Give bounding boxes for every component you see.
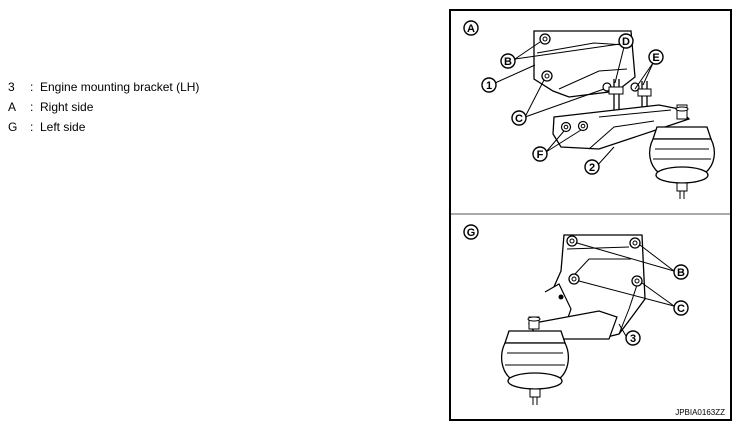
callout-3: 3 bbox=[625, 330, 641, 346]
legend-row-left-side: G : Left side bbox=[8, 117, 199, 137]
svg-text:E: E bbox=[652, 52, 659, 64]
svg-text:2: 2 bbox=[589, 162, 595, 174]
legend-separator: : bbox=[30, 100, 34, 114]
panel-a-label: A bbox=[463, 20, 479, 36]
callout-d: D bbox=[618, 33, 634, 49]
legend-separator: : bbox=[30, 80, 34, 94]
legend-key: A bbox=[8, 100, 17, 114]
legend-text: Left side bbox=[40, 120, 86, 134]
legend: 3 : Engine mounting bracket (LH) A : Rig… bbox=[8, 77, 199, 137]
figure-code: JPBIA0163ZZ bbox=[675, 408, 725, 417]
legend-row-bracket: 3 : Engine mounting bracket (LH) bbox=[8, 77, 199, 97]
callout-b-a: B bbox=[500, 53, 516, 69]
svg-text:A: A bbox=[467, 23, 475, 35]
callout-f: F bbox=[532, 146, 548, 162]
svg-text:1: 1 bbox=[486, 80, 492, 92]
legend-text: Right side bbox=[40, 100, 94, 114]
mount-insulator-a bbox=[648, 104, 716, 199]
callout-e: E bbox=[648, 49, 664, 65]
panel-g: G bbox=[463, 224, 689, 405]
mount-insulator-g bbox=[500, 316, 570, 405]
svg-text:B: B bbox=[504, 56, 512, 68]
legend-key: G bbox=[8, 120, 18, 134]
leader-lines-a bbox=[494, 41, 654, 168]
callout-b-g: B bbox=[673, 264, 689, 280]
legend-text: Engine mounting bracket (LH) bbox=[40, 80, 200, 94]
callout-2: 2 bbox=[584, 159, 600, 175]
svg-text:F: F bbox=[537, 149, 544, 161]
callout-1: 1 bbox=[481, 77, 497, 93]
callout-c-a: C bbox=[511, 110, 527, 126]
leader-lines-g bbox=[576, 242, 675, 337]
legend-key: 3 bbox=[8, 80, 15, 94]
panel-g-label: G bbox=[463, 224, 479, 240]
legend-row-right-side: A : Right side bbox=[8, 97, 199, 117]
callout-c-g: C bbox=[673, 300, 689, 316]
svg-text:B: B bbox=[677, 267, 685, 279]
panel-a: A bbox=[463, 20, 716, 199]
mounting-diagram: A bbox=[449, 9, 732, 421]
svg-text:3: 3 bbox=[630, 333, 636, 345]
svg-text:C: C bbox=[515, 113, 523, 125]
svg-text:C: C bbox=[677, 303, 685, 315]
svg-text:D: D bbox=[622, 36, 630, 48]
svg-text:G: G bbox=[467, 227, 476, 239]
diagram-svg: A bbox=[449, 9, 732, 421]
legend-separator: : bbox=[30, 120, 34, 134]
